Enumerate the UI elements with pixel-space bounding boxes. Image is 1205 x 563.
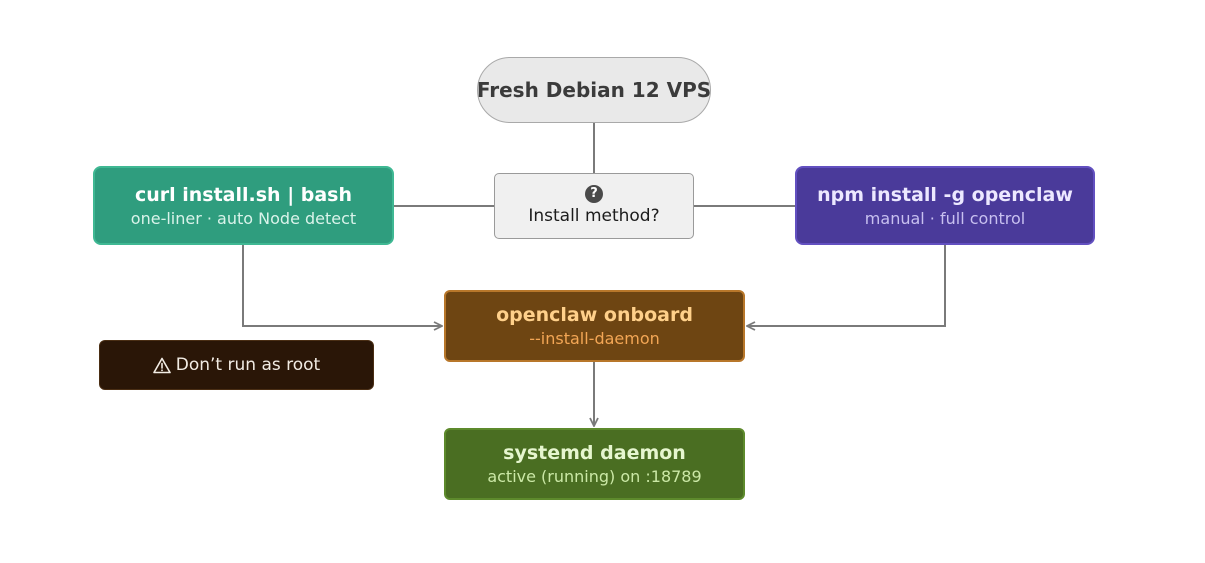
warning-note: Don’t run as root bbox=[99, 340, 374, 390]
start-node-label: Fresh Debian 12 VPS bbox=[476, 78, 712, 102]
onboard-node: openclaw onboard --install-daemon bbox=[444, 290, 745, 362]
npm-install-subtitle: manual · full control bbox=[864, 208, 1026, 228]
warning-note-label: Don’t run as root bbox=[175, 355, 321, 375]
question-circle-icon: ? bbox=[585, 185, 603, 203]
onboard-title: openclaw onboard bbox=[496, 304, 693, 326]
curl-install-node: curl install.sh | bash one-liner · auto … bbox=[93, 166, 394, 245]
daemon-subtitle: active (running) on :18789 bbox=[487, 467, 702, 486]
daemon-node: systemd daemon active (running) on :1878… bbox=[444, 428, 745, 500]
curl-install-subtitle: one-liner · auto Node detect bbox=[130, 208, 357, 228]
connector-curl-onboard bbox=[242, 245, 442, 326]
npm-install-title: npm install -g openclaw bbox=[817, 183, 1073, 206]
daemon-title: systemd daemon bbox=[503, 442, 686, 464]
decision-node: ? Install method? bbox=[494, 173, 694, 239]
connector-npm-onboard bbox=[747, 245, 946, 326]
start-node: Fresh Debian 12 VPS bbox=[477, 57, 711, 123]
decision-node-label: Install method? bbox=[528, 206, 660, 226]
curl-install-title: curl install.sh | bash bbox=[134, 183, 353, 206]
warning-triangle-icon bbox=[152, 357, 171, 373]
onboard-subtitle: --install-daemon bbox=[529, 329, 660, 348]
npm-install-node: npm install -g openclaw manual · full co… bbox=[795, 166, 1095, 245]
